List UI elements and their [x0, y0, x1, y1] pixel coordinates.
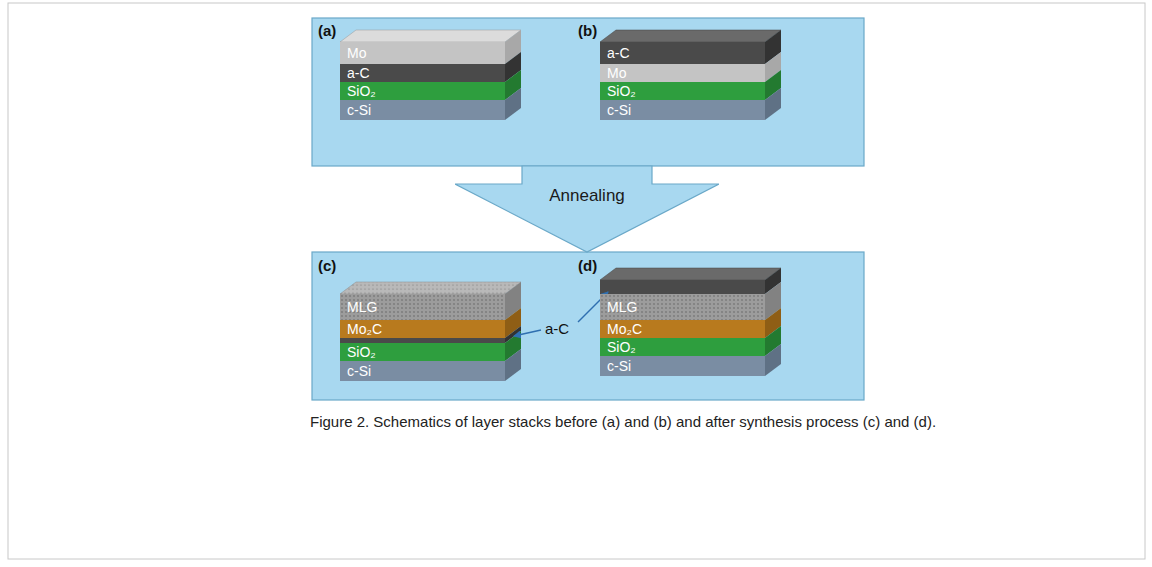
panel-letter: (d) [578, 258, 597, 275]
stack-d [600, 268, 781, 376]
layer-band: Mo [600, 64, 765, 82]
layer-name: SiO₂ [607, 340, 636, 354]
layer-band: c-Si [600, 356, 765, 376]
layer-name: c-Si [347, 103, 371, 117]
figure-border [8, 3, 1145, 559]
layer-name: Mo [347, 46, 366, 60]
panel-before [312, 18, 864, 166]
layer-band: c-Si [600, 100, 765, 120]
layer-band: SiO₂ [600, 82, 765, 100]
panel-letter: (a) [318, 23, 336, 40]
layer-name: c-Si [607, 103, 631, 117]
layer-band: SiO₂ [340, 82, 505, 100]
layer-band: MLG [340, 294, 505, 320]
layer-band: MLG [600, 294, 765, 320]
layer-name: MLG [347, 300, 377, 314]
top-a-c-layer [600, 280, 765, 294]
layer-name: SiO₂ [347, 345, 376, 359]
stack-a [340, 30, 521, 120]
layer-name: c-Si [607, 359, 631, 373]
figure-caption: Figure 2. Schematics of layer stacks bef… [310, 414, 1130, 431]
layer-name: SiO₂ [347, 84, 376, 98]
layer-name: c-Si [347, 364, 371, 378]
arrow-shape [455, 160, 719, 254]
panel-after [312, 252, 864, 400]
annealing-arrow: Annealing [455, 160, 719, 254]
layer-name: Mo₂C [347, 322, 382, 336]
layer-band: a-C [600, 42, 765, 64]
layer-name: Mo [607, 66, 626, 80]
layer-band: SiO₂ [340, 343, 505, 361]
layer-name: a-C [607, 46, 630, 60]
layer-band: a-C [340, 64, 505, 82]
layer-callout: a-C [545, 321, 569, 338]
layer-band: Mo₂C [600, 320, 765, 338]
leader-line [514, 330, 541, 336]
layer-band: Mo [340, 42, 505, 64]
stack-b [600, 30, 781, 120]
layer-band: c-Si [340, 361, 505, 381]
layer-band: c-Si [340, 100, 505, 120]
layer-band: SiO₂ [600, 338, 765, 356]
layer-name: MLG [607, 300, 637, 314]
stack-c [340, 282, 521, 381]
process-label: Annealing [549, 187, 625, 204]
layer-name: Mo₂C [607, 322, 642, 336]
layer-name: a-C [347, 66, 370, 80]
layer-name: SiO₂ [607, 84, 636, 98]
panel-letter: (b) [578, 23, 597, 40]
layer-band: Mo₂C [340, 320, 505, 338]
panel-letter: (c) [318, 258, 336, 275]
